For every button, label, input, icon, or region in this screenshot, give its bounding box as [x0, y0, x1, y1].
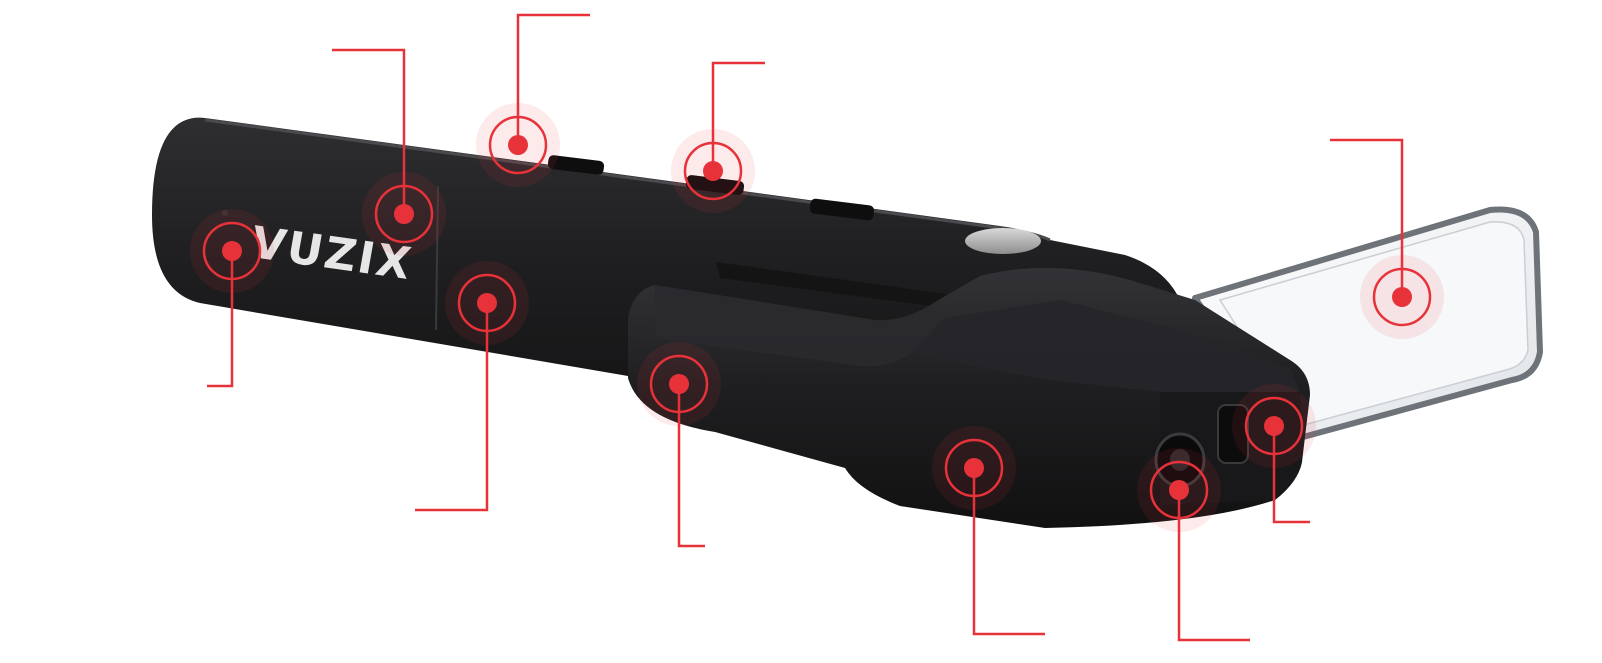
hotspot-top-button-2[interactable]	[671, 129, 755, 213]
hotspot-bottom-body[interactable]	[932, 426, 1016, 510]
top-button-1-cap	[547, 155, 605, 175]
hotspot-logo-area[interactable]	[362, 172, 446, 256]
device-pod	[628, 267, 1310, 528]
top-button-2-cap	[685, 175, 745, 195]
hotspot-hinge-front[interactable]	[637, 342, 721, 426]
leader-hinge-front	[677, 384, 705, 548]
hotspots	[190, 103, 1444, 532]
hotspot-side-panel[interactable]	[445, 261, 529, 345]
leader-logo-area	[332, 48, 406, 214]
leader-lines	[207, 13, 1404, 642]
leader-front-sensor	[1272, 426, 1310, 524]
hotspot-display-lens[interactable]	[1360, 255, 1444, 339]
leader-bottom-body	[972, 468, 1045, 636]
leader-top-button-1	[516, 13, 590, 145]
leader-camera	[1177, 490, 1250, 642]
hotspot-camera[interactable]	[1137, 448, 1221, 532]
leader-top-button-2	[711, 61, 765, 171]
leader-rear-left	[207, 251, 234, 388]
leader-display-lens	[1330, 138, 1404, 297]
top-button-3-cap	[809, 198, 875, 221]
hotspot-top-button-1[interactable]	[476, 103, 560, 187]
leader-side-panel	[415, 303, 489, 512]
top-knob	[965, 228, 1041, 254]
hotspot-rear-left[interactable]	[190, 209, 274, 293]
hotspot-front-sensor[interactable]	[1232, 384, 1316, 468]
